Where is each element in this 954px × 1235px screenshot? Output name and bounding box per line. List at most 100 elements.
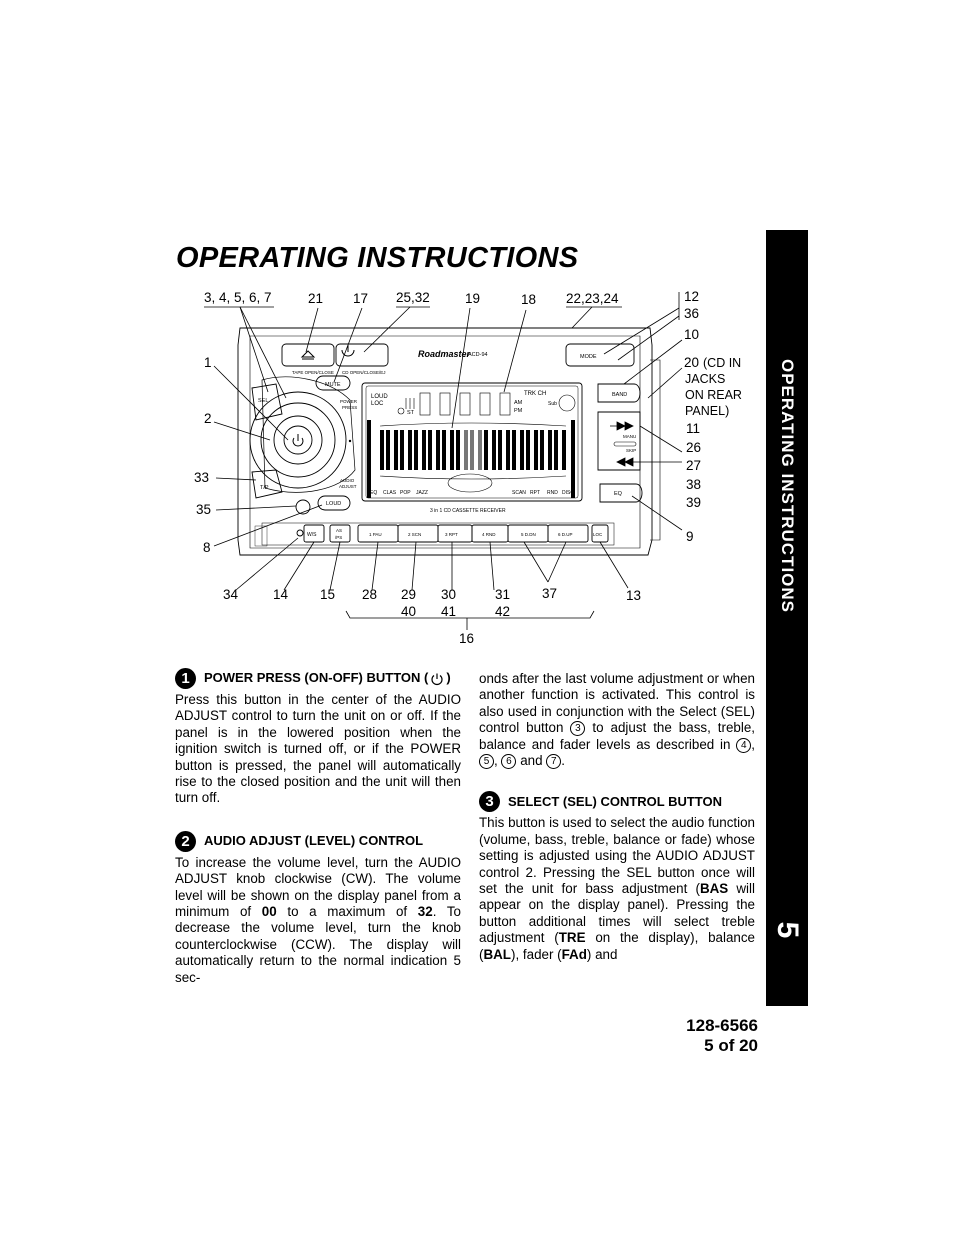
lcd-rpt: RPT: [530, 490, 540, 496]
model-label: ACD-94: [468, 352, 488, 358]
mute-button: [315, 375, 351, 391]
preset-6-button: [547, 524, 589, 543]
section-1-number: 1: [175, 668, 196, 689]
callout-14: 14: [273, 587, 289, 602]
callout-13: 13: [626, 588, 641, 603]
lcd-jazz: JAZZ: [416, 490, 428, 496]
callout-12: 12: [684, 289, 699, 304]
callout-29: 29: [401, 587, 416, 602]
preset-6-label: 6 D.UP: [558, 532, 573, 537]
callout-28: 28: [362, 587, 377, 602]
stereo-diagram: Roadmaster ACD-94 MODE TAPE OPEN/CLOSE C…: [194, 289, 742, 646]
volume-min: 00: [261, 904, 277, 920]
lcd-loud: LOUD: [371, 394, 388, 400]
eq-label: EQ: [614, 491, 623, 497]
section-1-body: Press this button in the center of the A…: [175, 692, 461, 806]
callout-20-note-4: PANEL): [685, 404, 729, 418]
audio-label-1: AUDIO: [340, 478, 355, 483]
callout-38: 38: [686, 477, 701, 492]
preset-5-label: 5 D.DN: [521, 532, 536, 537]
tape-eject-icon: [300, 350, 316, 360]
lcd-sub: Sub: [548, 401, 557, 407]
mode-button: [565, 343, 635, 367]
preset-2-label: 2 SCN: [408, 532, 421, 537]
tp-button: [251, 469, 283, 499]
lcd-eq: EQ: [370, 490, 377, 496]
callout-9: 9: [686, 529, 694, 544]
side-tab: OPERATING INSTRUCTIONS 5: [766, 230, 808, 1006]
preset-1-label: 1 PAU: [369, 532, 382, 537]
power-icon: [341, 345, 355, 357]
brand-logo: Roadmaster: [418, 349, 471, 359]
page-number: 5 of 20: [704, 1036, 758, 1055]
lcd-scan: SCAN: [512, 490, 526, 496]
section-3-heading: 3 SELECT (SEL) CONTROL BUTTON: [479, 791, 755, 813]
callout-40: 40: [401, 604, 416, 619]
callout-33: 33: [194, 470, 209, 485]
callout-22-24: 22,23,24: [566, 291, 619, 306]
callout-26: 26: [686, 440, 701, 455]
callout-10: 10: [684, 327, 699, 342]
band-label: BAND: [612, 392, 627, 398]
tape-label: TAPE OPEN/CLOSE: [292, 370, 334, 375]
section-3-title: SELECT (SEL) CONTROL BUTTON: [508, 793, 723, 809]
callout-35: 35: [196, 502, 211, 517]
power-label-2: PRESS: [342, 405, 357, 410]
lcd-am: AM: [514, 400, 523, 406]
preset-3-label: 3 RPT: [445, 532, 458, 537]
section-2-number: 2: [175, 830, 196, 852]
callout-37: 37: [542, 586, 557, 601]
power-label-1: POWER: [340, 399, 358, 404]
tape-eject-button: [281, 343, 335, 367]
power-symbol-icon: [292, 434, 304, 447]
ws-label: W/S: [307, 532, 317, 538]
lcd-st: ST: [407, 410, 415, 416]
lcd-clas: CLAS: [383, 490, 397, 496]
loud-button: [317, 495, 351, 511]
section-2-continued: onds after the last volume adjustment or…: [479, 671, 755, 770]
preset-4-label: 4 RND: [482, 532, 496, 537]
section-1-title-end: ): [446, 670, 451, 686]
loud-label: LOUD: [326, 501, 341, 507]
section-1-title: POWER PRESS (ON-OFF) BUTTON (: [204, 670, 429, 686]
section-3-body: This button is used to select the audio …: [479, 815, 755, 962]
skip-forward-icon: [610, 421, 634, 431]
audio-adjust-knob: [249, 391, 347, 489]
callout-16: 16: [459, 631, 474, 646]
tp-label: T/P: [260, 485, 269, 491]
lcd-display: [361, 382, 583, 502]
manu-label: MANU: [623, 434, 636, 439]
callout-30: 30: [441, 587, 456, 602]
sel-button: [251, 383, 283, 421]
callout-25-32: 25,32: [396, 290, 430, 305]
left-column: 1 POWER PRESS (ON-OFF) BUTTON ( ) Press …: [175, 668, 461, 986]
faceplate-outline: [237, 327, 653, 556]
section-1-heading: 1 POWER PRESS (ON-OFF) BUTTON ( ): [175, 668, 461, 689]
part-number: 128-6566: [686, 1016, 758, 1035]
power-button: [283, 425, 313, 455]
section-2-body: To increase the volume level, turn the A…: [175, 854, 461, 985]
side-tab-number: 5: [771, 921, 804, 939]
callout-1: 1: [204, 355, 212, 370]
volume-max: 32: [417, 904, 433, 920]
as-label-2: /PS: [335, 535, 342, 540]
lcd-disc: DISC: [562, 490, 574, 496]
mode-label: MODE: [580, 354, 597, 360]
callout-42: 42: [495, 604, 510, 619]
as-label-1: AS: [336, 528, 342, 533]
lcd-pm: PM: [514, 408, 523, 414]
lcd-pop: POP: [400, 490, 411, 496]
skip-back-icon: [616, 457, 640, 467]
section-2-title: AUDIO ADJUST (LEVEL) CONTROL: [204, 833, 424, 849]
callout-18: 18: [521, 292, 536, 307]
section-3-number: 3: [479, 791, 500, 813]
skip-label: SKIP: [626, 448, 636, 453]
callout-20: 20: [684, 355, 699, 370]
power-symbol-icon: [431, 673, 443, 685]
callout-31: 31: [495, 587, 510, 602]
callout-20-note-1: (CD IN: [703, 356, 741, 370]
right-column: onds after the last volume adjustment or…: [479, 671, 755, 963]
lcd-trk: TRK CH: [524, 391, 546, 397]
section-2-heading: 2 AUDIO ADJUST (LEVEL) CONTROL: [175, 830, 461, 852]
callout-36: 36: [684, 306, 699, 321]
